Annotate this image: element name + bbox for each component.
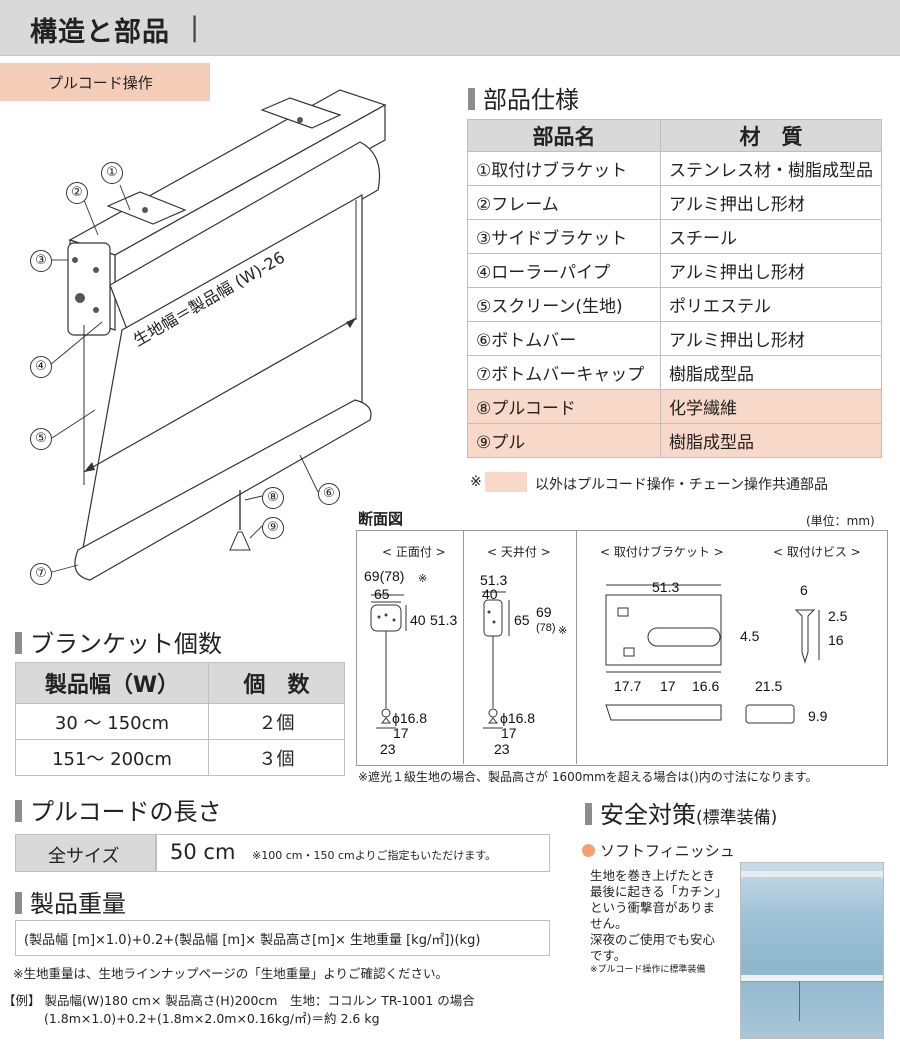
col-part-name: 部品名 (467, 119, 661, 152)
weight-example-line2: (1.8m×1.0)+0.2+(1.8m×2.0m×0.16kg/㎡)＝約 2.… (44, 1011, 380, 1026)
panel-bracket: < 取付けブラケット > (600, 545, 724, 559)
callout-9: ⑨ (262, 517, 284, 539)
ceiling-h2: 69 (536, 604, 552, 620)
roller-pipe (109, 141, 381, 333)
ceiling-width: 40 (482, 586, 498, 602)
pull-cord-note: ※100 cm・150 cmよりご指定もいただけます。 (252, 849, 497, 862)
callout-5: ⑤ (30, 428, 52, 450)
parts-note: 以外はプルコード操作・チェーン操作共通部品 (535, 477, 829, 493)
front-mark: ※ (418, 573, 428, 585)
callout-3: ③ (30, 250, 52, 272)
col-material: 材 質 (660, 119, 882, 152)
pull-cord-value-cell: 50 cm ※100 cm・150 cmよりご指定もいただけます。 (155, 834, 550, 872)
pull-cord-label-cell: 全サイズ (15, 834, 157, 872)
feature-dot (582, 844, 595, 857)
header-bar (0, 0, 900, 56)
ceiling-h2b: (78) (536, 622, 556, 634)
table-row: ④ローラーパイプアルミ押出し形材 (467, 253, 882, 288)
callout-7: ⑦ (30, 563, 52, 585)
safety-heading: 安全対策(標準装備) (585, 795, 777, 830)
operation-badge: プルコード操作 (0, 63, 210, 101)
col-count: 個 数 (208, 662, 345, 704)
pull-cord-value: 50 cm (170, 840, 236, 864)
divider (576, 530, 577, 764)
weight-formula-box: (製品幅 [m]×1.0)+0.2+(製品幅 [m]× 製品高さ[m]× 生地重… (15, 920, 550, 956)
callout-1: ① (101, 162, 123, 184)
front-width: 65 (374, 586, 390, 602)
side-bracket (67, 242, 111, 336)
screw-h1: 2.5 (828, 608, 848, 624)
bracket-b3: 16.6 (692, 678, 720, 694)
front-h2: 51.3 (430, 612, 458, 628)
cross-section-footnote: ※遮光１級生地の場合、製品高さが 1600mmを超える場合は()内の寸法になりま… (358, 770, 818, 784)
pull-cord-heading: プルコードの長さ (15, 792, 222, 827)
col-width: 製品幅（W） (15, 662, 209, 704)
screw-diameter: 6 (800, 582, 808, 598)
front-c1: 17 (393, 725, 409, 741)
ceiling-c1: 17 (501, 725, 517, 741)
safety-description: 生地を巻き上げたとき最後に起きる「カチン」という衝撃音がありません。深夜のご使用… (590, 868, 728, 975)
ceiling-phi: ϕ16.8 (500, 710, 536, 726)
bracket-b1: 17.7 (614, 678, 642, 694)
ceiling-top-width: 51.3 (480, 572, 508, 588)
weight-example-line1: 【例】 製品幅(W)180 cm× 製品高さ(H)200cm 生地：ココルン T… (3, 993, 475, 1008)
parts-table-header: 部品名 材 質 (467, 119, 882, 152)
cross-section-drawings (370, 584, 820, 729)
ceiling-mark: ※ (558, 625, 568, 637)
safety-feature: ソフトフィニッシュ (600, 842, 735, 860)
pull (229, 531, 251, 551)
panel-ceiling: < 天井付 > (487, 545, 551, 559)
bracket-width: 51.3 (652, 579, 680, 595)
callout-6: ⑥ (318, 483, 340, 505)
unit-label: (単位：mm) (806, 514, 875, 528)
front-h1: 40 (410, 612, 426, 628)
callout-2: ② (66, 182, 88, 204)
mounting-bracket (260, 97, 342, 129)
table-row-highlighted: ⑧プルコード化学繊維 (467, 389, 882, 424)
cap-width: 21.5 (755, 678, 783, 694)
table-row: ⑥ボトムバーアルミ押出し形材 (467, 321, 882, 356)
soft-finish-photo (740, 862, 884, 1039)
bracket-b2: 17 (660, 678, 676, 694)
front-phi: ϕ16.8 (392, 710, 428, 726)
cross-section-title: 断面図 (358, 510, 404, 528)
parts-note-mark: ※ (470, 474, 482, 490)
table-row: ③サイドブラケットスチール (467, 219, 882, 254)
parts-spec-heading: 部品仕様 (468, 80, 579, 115)
callout-8: ⑧ (262, 487, 284, 509)
table-row: ⑤スクリーン(生地)ポリエステル (467, 287, 882, 322)
front-c2: 23 (380, 741, 396, 757)
page-title: 構造と部品 (30, 17, 170, 48)
table-row-highlighted: ⑨プル樹脂成型品 (467, 423, 882, 458)
front-top-width: 69(78) (364, 568, 405, 584)
cross-section-frame (356, 530, 888, 766)
callout-4: ④ (30, 356, 52, 378)
cap-height: 9.9 (808, 708, 828, 724)
highlight-legend-swatch (485, 472, 527, 492)
roller-blind-illustration (49, 89, 387, 581)
panel-screw: < 取付けビス > (773, 545, 861, 559)
weight-note: ※生地重量は、生地ラインナップページの「生地重量」よりご確認ください。 (13, 966, 448, 981)
operation-badge-label: プルコード操作 (48, 74, 153, 92)
bracket-count-heading: ブランケット個数 (15, 624, 222, 659)
ceiling-c2: 23 (494, 741, 510, 757)
weight-heading: 製品重量 (15, 884, 126, 919)
divider (463, 530, 464, 764)
title-separator: | (190, 12, 200, 43)
panel-front: < 正面付 > (382, 545, 446, 559)
parts-spec-table: 部品名 材 質 ①取付けブラケットステンレス材・樹脂成型品 ②フレームアルミ押出… (467, 119, 882, 458)
table-row: ①取付けブラケットステンレス材・樹脂成型品 (467, 151, 882, 186)
screw-h2: 16 (828, 632, 844, 648)
ceiling-h1: 65 (514, 612, 530, 628)
bottom-bar (74, 399, 372, 581)
table-row: ②フレームアルミ押出し形材 (467, 185, 882, 220)
bracket-height: 4.5 (740, 628, 760, 644)
table-row: ⑦ボトムバーキャップ樹脂成型品 (467, 355, 882, 390)
